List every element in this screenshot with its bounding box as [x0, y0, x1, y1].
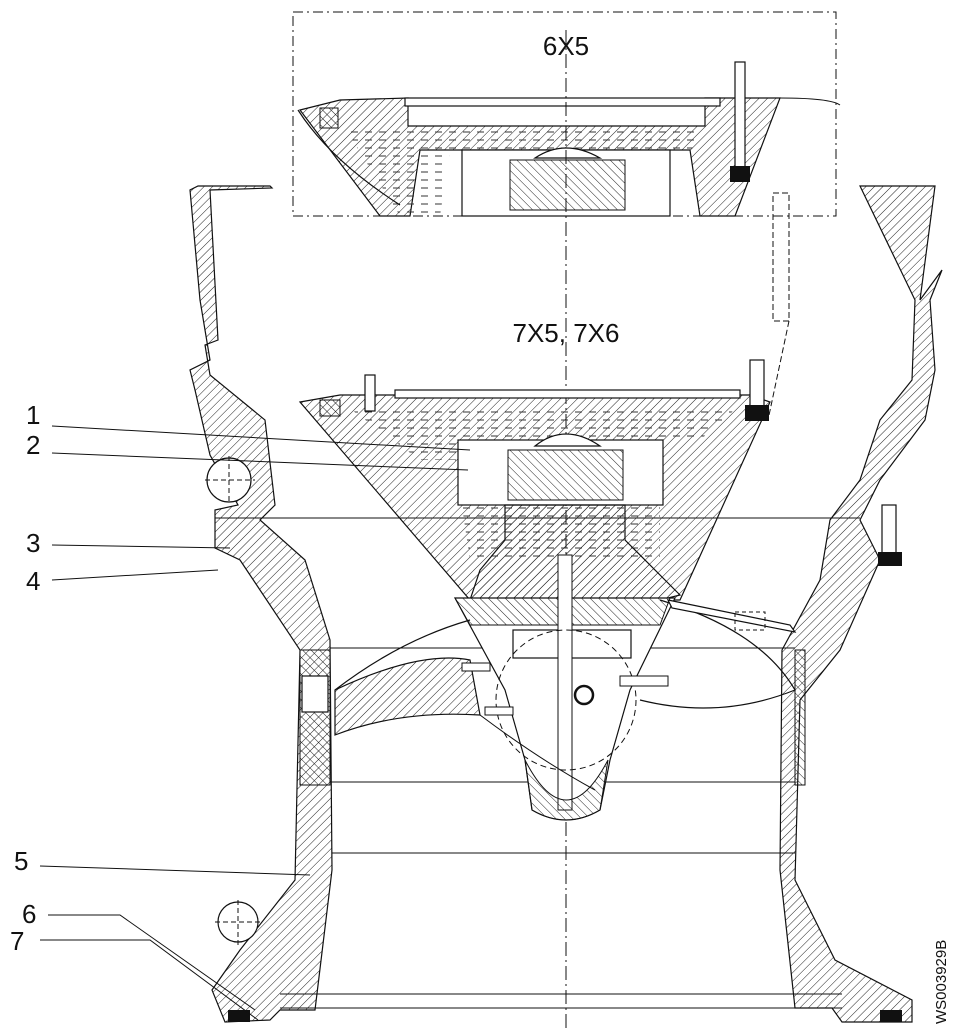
variant-label-6x5: 6X5	[543, 31, 589, 61]
detail-box-6x5	[292, 11, 841, 217]
callout-4: 4	[26, 566, 40, 596]
callout-3: 3	[26, 528, 40, 558]
main-section-7x5	[298, 359, 902, 821]
callout-1: 1	[26, 400, 40, 430]
callout-6: 6	[22, 899, 36, 929]
callout-2: 2	[26, 430, 40, 460]
callout-leaders	[39, 425, 471, 1021]
callout-7: 7	[10, 926, 24, 956]
callout-5: 5	[14, 846, 28, 876]
variant-label-7x5-7x6: 7X5, 7X6	[513, 318, 620, 348]
drawing-code: WS003929B	[933, 940, 950, 1024]
